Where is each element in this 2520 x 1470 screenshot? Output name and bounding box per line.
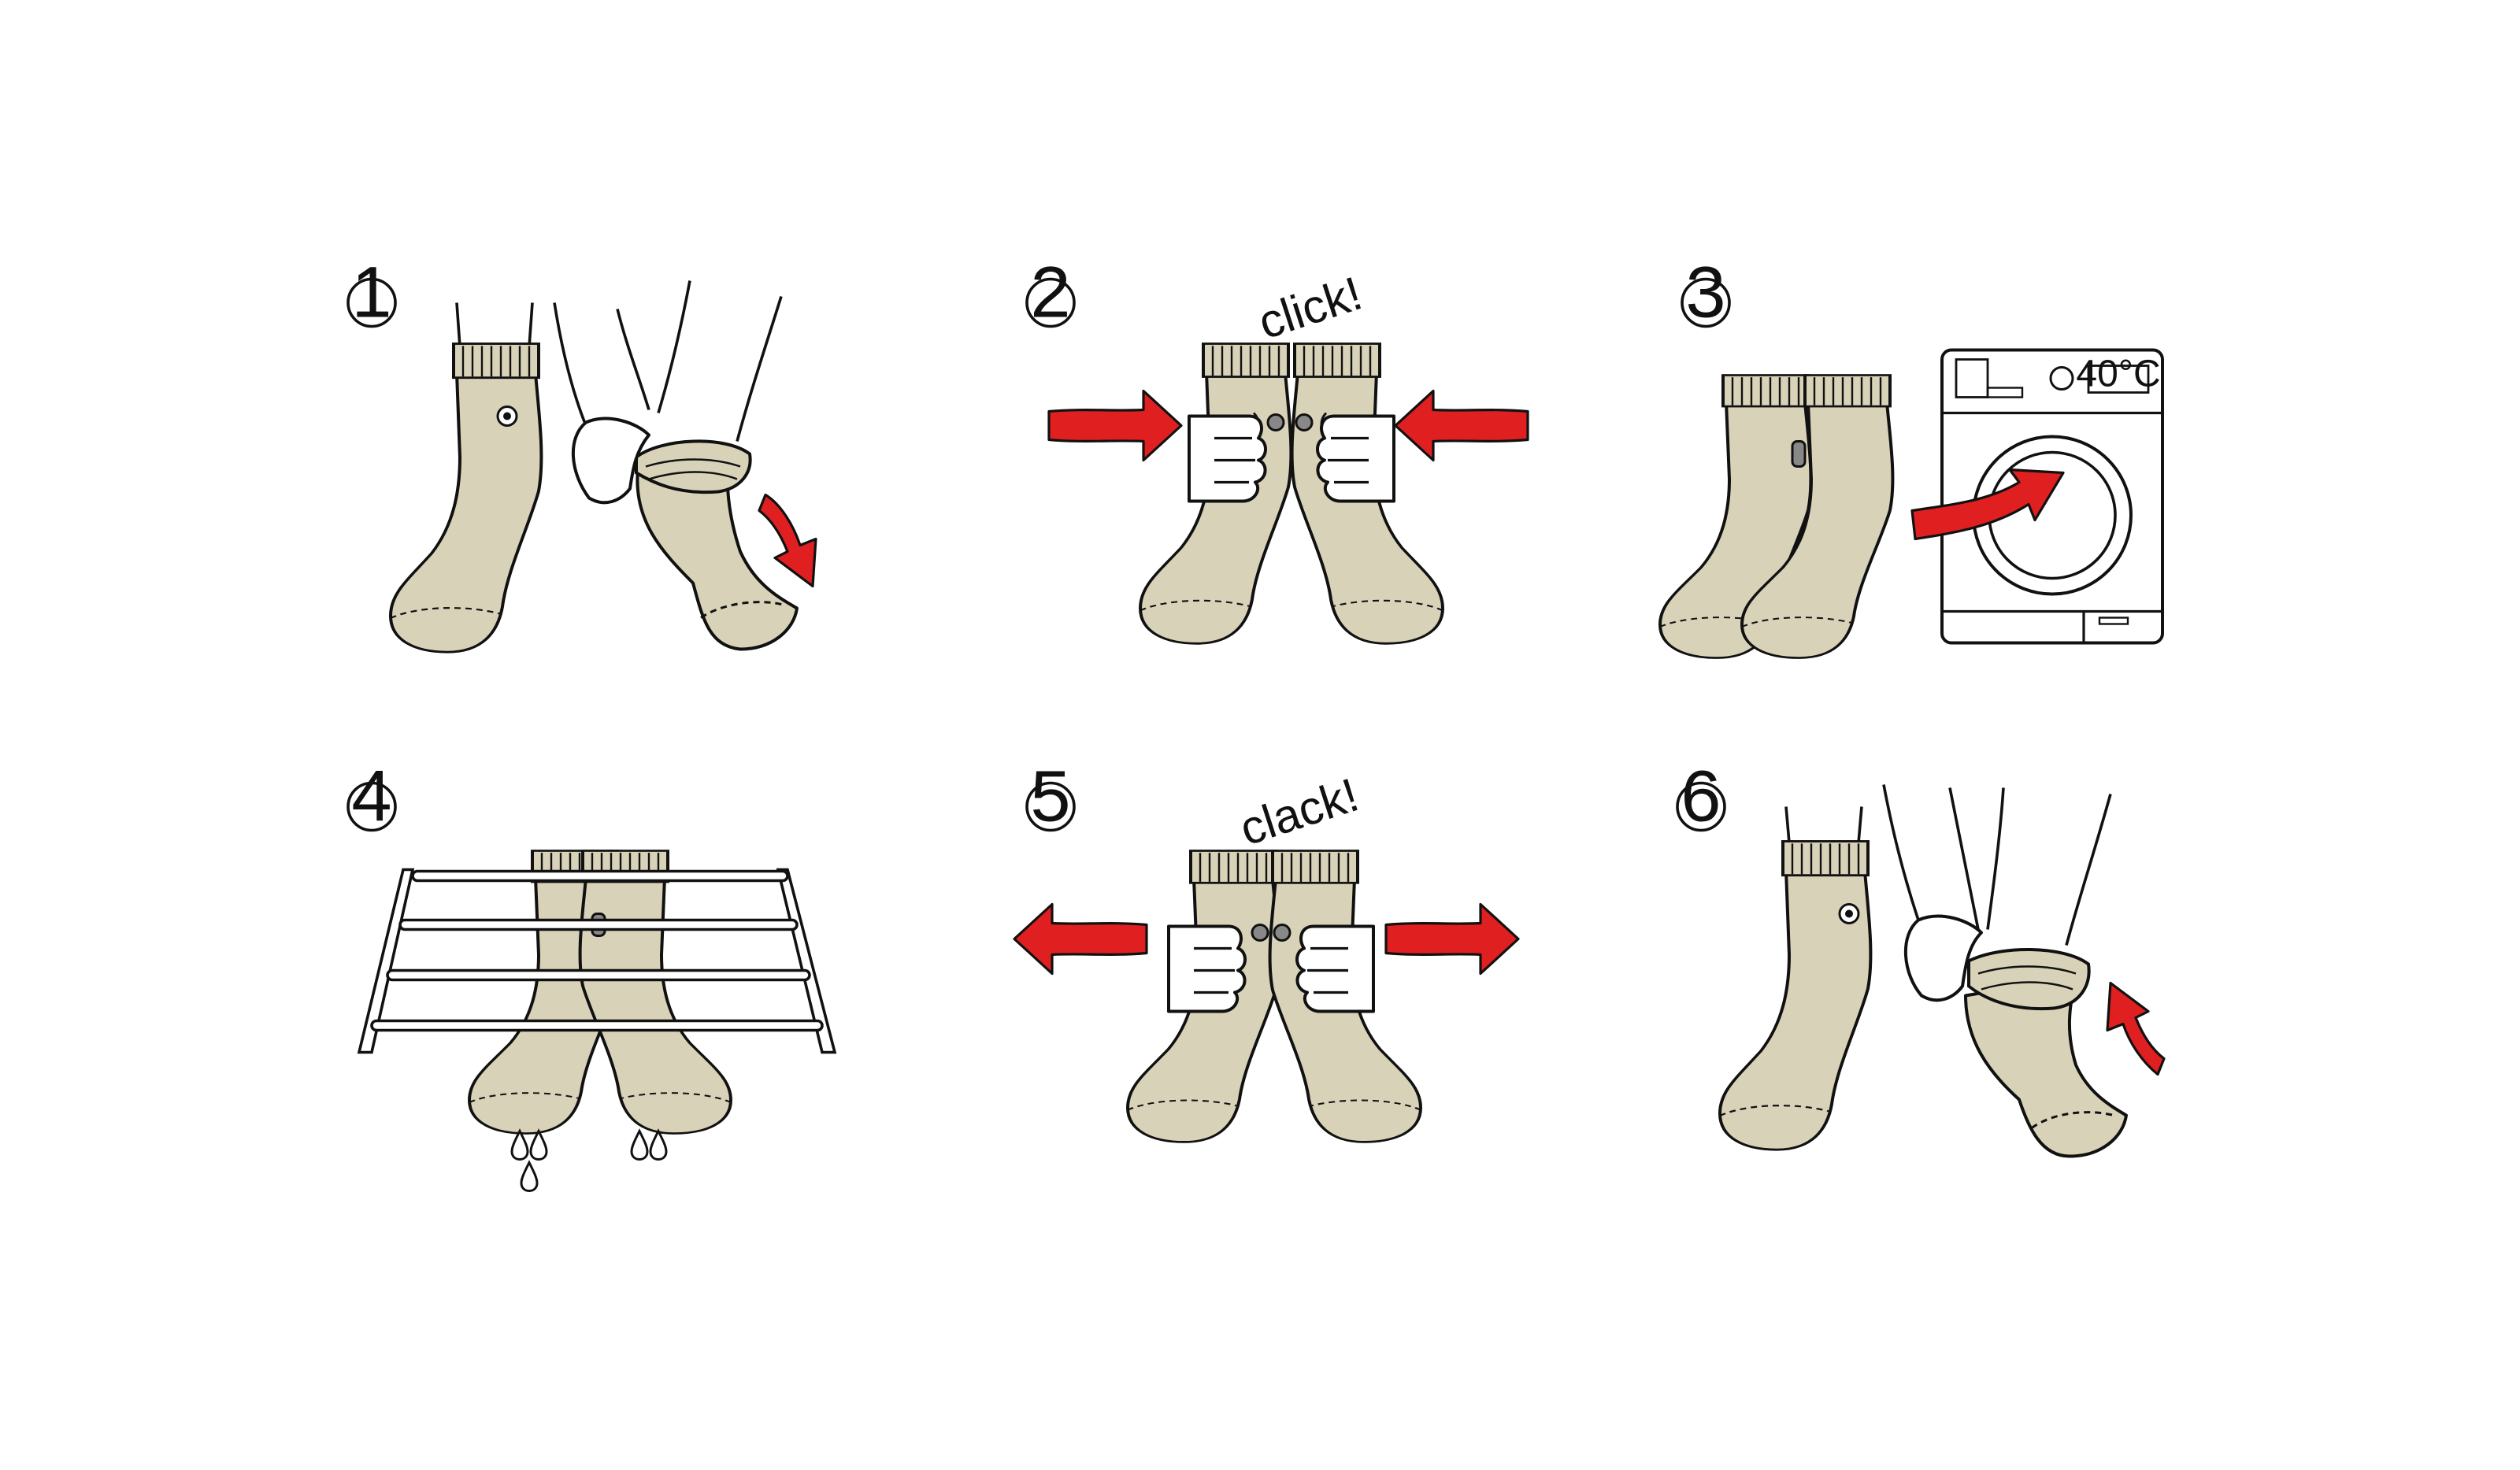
left-hand-icon bbox=[1188, 414, 1267, 503]
step-number-5: 5 bbox=[1030, 757, 1070, 837]
snap-button-icon bbox=[1251, 924, 1269, 942]
step-number-6-badge: 6 bbox=[1676, 757, 1726, 837]
click-sound-label: click! bbox=[1252, 267, 1369, 350]
clack-sound-label: clack! bbox=[1233, 768, 1365, 855]
step-5: 5 clack! bbox=[1013, 757, 1520, 1144]
step-number-3-badge: 3 bbox=[1681, 253, 1731, 333]
arrow-right-icon bbox=[1384, 902, 1520, 976]
step-number-2: 2 bbox=[1030, 253, 1070, 333]
sock-on-foot bbox=[1718, 806, 1873, 1152]
left-hand-icon bbox=[1167, 924, 1247, 1013]
arrow-down-icon bbox=[758, 493, 817, 588]
right-hand-icon bbox=[1295, 924, 1375, 1013]
step-1: 1 bbox=[346, 253, 817, 654]
sock-being-pulled-up bbox=[1882, 784, 2128, 1158]
sock-being-pulled-down bbox=[553, 280, 799, 651]
temperature-label: 40°C bbox=[2076, 354, 2160, 395]
step-number-4-badge: 4 bbox=[346, 757, 397, 837]
sock-on-foot bbox=[389, 302, 543, 654]
snap-button-icon bbox=[1266, 413, 1285, 431]
arrow-left-icon bbox=[1394, 389, 1529, 462]
step-6: 6 bbox=[1676, 757, 2166, 1158]
step-number-2-badge: 2 bbox=[1025, 253, 1076, 333]
step-number-5-badge: 5 bbox=[1025, 757, 1076, 837]
arrow-right-icon bbox=[1047, 389, 1183, 462]
step-number-1-badge: 1 bbox=[346, 253, 397, 333]
step-4: 4 bbox=[346, 757, 837, 1192]
snap-button-icon bbox=[1791, 440, 1807, 468]
step-number-3: 3 bbox=[1685, 253, 1725, 333]
step-number-4: 4 bbox=[351, 757, 391, 837]
arrow-into-machine-icon bbox=[1910, 468, 2065, 541]
right-sock bbox=[580, 851, 731, 1134]
right-hand-icon bbox=[1316, 414, 1395, 503]
step-number-6: 6 bbox=[1681, 757, 1721, 837]
arrow-left-icon bbox=[1013, 902, 1148, 976]
step-3: 3 40°C bbox=[1658, 253, 2164, 660]
drying-rack-icon bbox=[357, 868, 837, 1054]
water-drop-icon bbox=[510, 1130, 529, 1161]
arrow-up-icon bbox=[2106, 981, 2166, 1076]
washing-machine-icon: 40°C bbox=[1940, 348, 2164, 645]
step-2: 2 click! bbox=[1025, 253, 1529, 646]
step-number-1: 1 bbox=[351, 253, 391, 333]
